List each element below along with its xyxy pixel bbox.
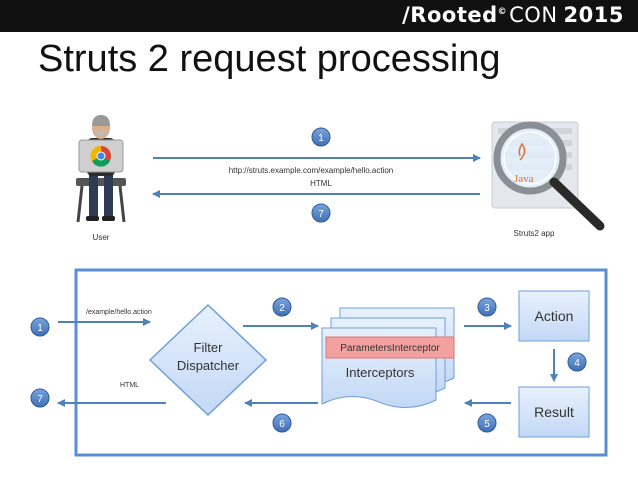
- chrome-icon: [90, 145, 111, 167]
- logo-con: CON: [509, 3, 558, 27]
- action-box: [518, 290, 590, 342]
- action-label: Action: [535, 308, 574, 324]
- step-6-label: 6: [279, 419, 285, 430]
- step-3-badge: [477, 297, 497, 317]
- logo-rooted: /Rooted: [402, 3, 498, 27]
- user-illustration: [76, 115, 126, 223]
- step-1-badge: [30, 317, 50, 337]
- user-label: User: [93, 233, 110, 242]
- filter-dispatcher-diamond: [148, 303, 268, 417]
- outgoing-html-label: HTML: [120, 382, 139, 389]
- step-7-badge: [30, 388, 50, 408]
- struts2-app-label: Struts2 app: [514, 229, 555, 238]
- step-5-badge: [477, 413, 497, 433]
- step-7-top-badge: [311, 203, 331, 223]
- step-1-top-label: 1: [318, 133, 324, 144]
- step-4-label: 4: [574, 358, 580, 369]
- parameters-interceptor-label: ParametersInterceptor: [340, 343, 440, 354]
- step-1-label: 1: [37, 323, 43, 334]
- struts-container-frame: [74, 268, 608, 457]
- response-html-label: HTML: [310, 179, 332, 188]
- filter-dispatcher-line1: Filter: [194, 340, 224, 355]
- step-7-label: 7: [37, 394, 43, 405]
- step-1-top-badge: [311, 127, 331, 147]
- filter-dispatcher-line2: Dispatcher: [177, 358, 240, 373]
- step-2-badge: [272, 297, 292, 317]
- parameters-interceptor-box: [325, 336, 455, 359]
- step-6-badge: [272, 413, 292, 433]
- step-4-badge: [567, 352, 587, 372]
- interceptors-label: Interceptors: [346, 365, 415, 380]
- server-magnifier-illustration: Java: [491, 121, 605, 231]
- step-2-label: 2: [279, 303, 285, 314]
- slide-title: Struts 2 request processing: [38, 38, 501, 80]
- step-7-top-label: 7: [318, 209, 324, 220]
- logo-year: 2015: [563, 3, 624, 27]
- incoming-path-label: /example/hello.action: [86, 309, 152, 316]
- request-url: http://struts.example.com/example/hello.…: [229, 166, 394, 175]
- result-label: Result: [534, 404, 574, 420]
- result-box: [518, 386, 590, 438]
- step-3-label: 3: [484, 303, 490, 314]
- step-5-label: 5: [484, 419, 490, 430]
- java-logo: Java: [514, 173, 534, 185]
